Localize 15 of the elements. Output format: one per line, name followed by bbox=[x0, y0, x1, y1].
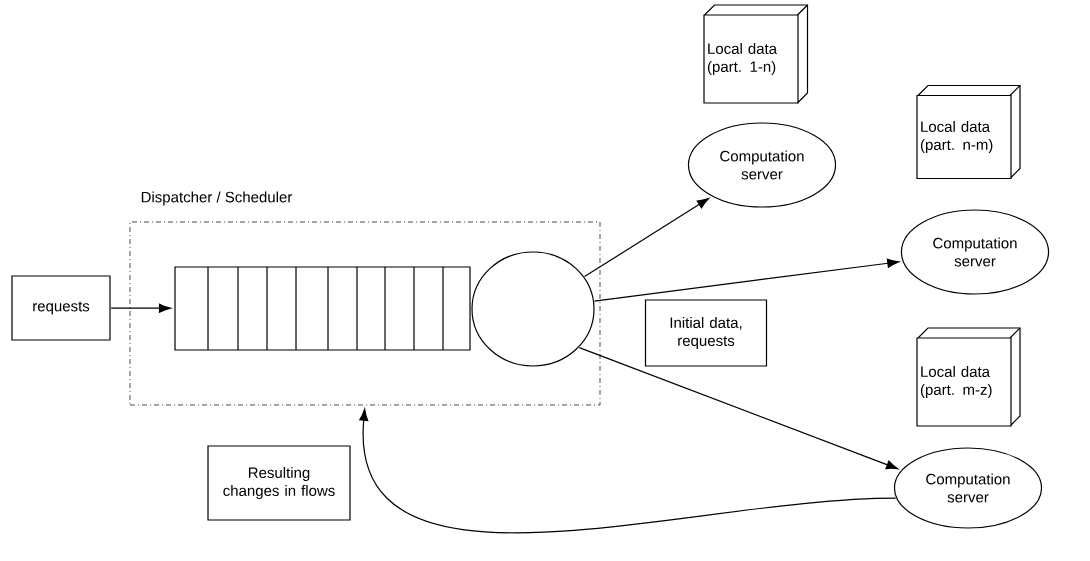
dispatcher-box: Dispatcher / Scheduler bbox=[129, 191, 601, 406]
dispatcher-circle bbox=[471, 251, 595, 367]
arrow bbox=[593, 258, 900, 302]
arrow bbox=[359, 408, 897, 533]
arrow bbox=[583, 198, 710, 278]
note-box: Resulting changes in flows bbox=[207, 445, 351, 521]
data-cube: Local data (part. n-m) bbox=[916, 84, 1021, 180]
data-cube: Local data (part. m-z) bbox=[916, 327, 1021, 427]
arrow bbox=[110, 303, 171, 313]
arrow bbox=[578, 347, 899, 470]
request-box: requests bbox=[11, 275, 111, 341]
node-label: Dispatcher / Scheduler bbox=[141, 191, 293, 206]
note-box: Initial data, requests bbox=[644, 299, 768, 367]
data-cube: Local data (part. 1-n) bbox=[703, 4, 809, 104]
queue bbox=[174, 266, 471, 351]
